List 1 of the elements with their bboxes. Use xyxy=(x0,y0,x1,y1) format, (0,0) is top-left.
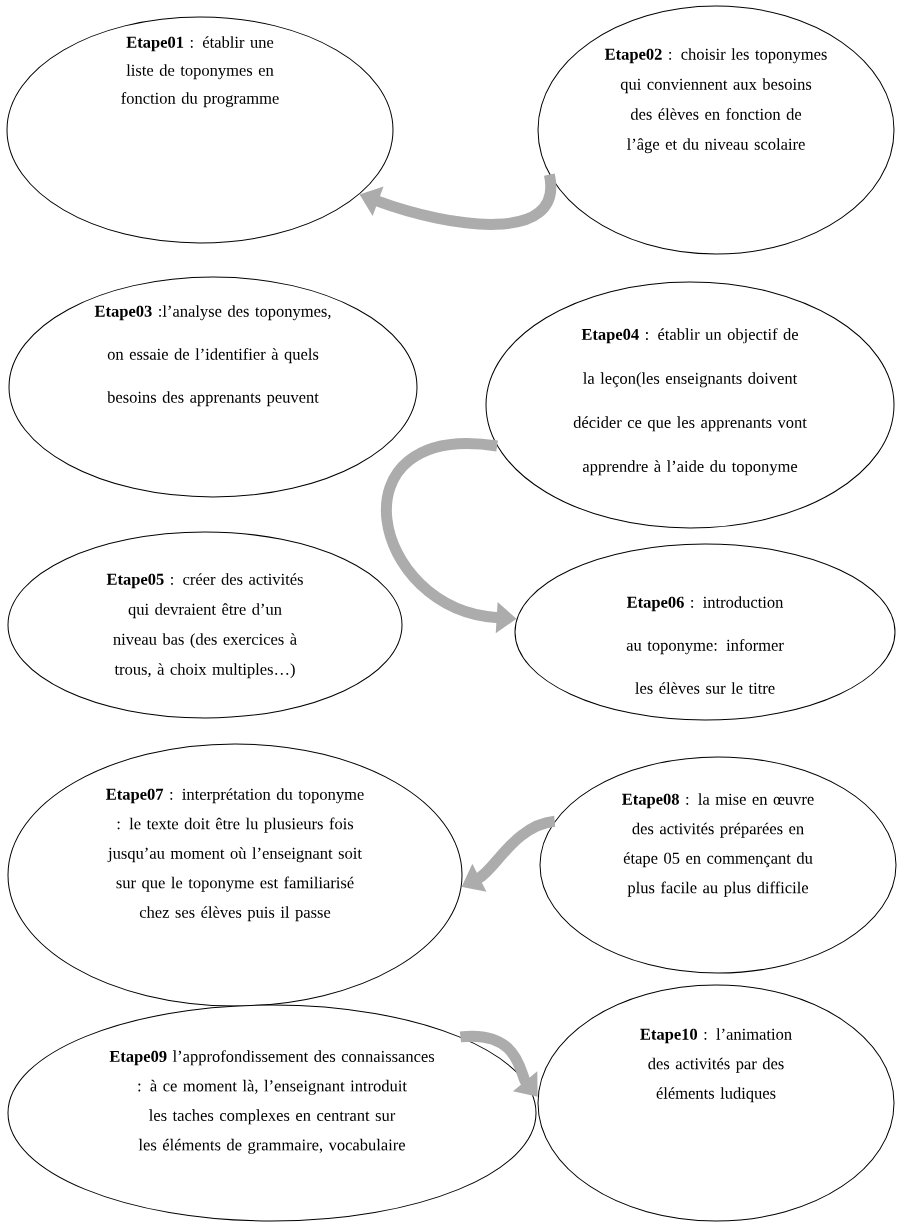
node-label: Etape09 l’approfondissement des connaissances : à ce moment là, l’enseignant introduit les taches complexes en centrant sur les éléments de grammaire, vocabulaire xyxy=(109,1050,435,1154)
